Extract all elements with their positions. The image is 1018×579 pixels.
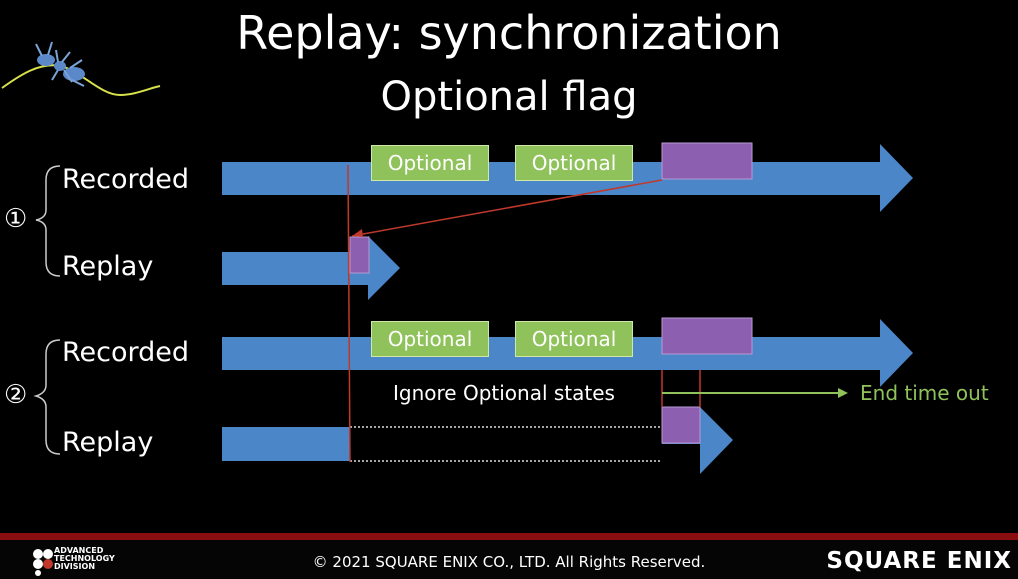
replay-state-2 <box>661 406 701 444</box>
replay-label-2: Replay <box>62 427 154 458</box>
ignore-optional-note: Ignore Optional states <box>393 381 615 405</box>
division-name: ADVANCED TECHNOLOGY DIVISION <box>54 546 115 571</box>
scenario-number-1: ① <box>4 204 28 234</box>
replay-bar-2a <box>222 427 350 461</box>
optional-block-1a: Optional <box>371 145 489 181</box>
recorded-label-2: Recorded <box>62 337 190 368</box>
footer-accent-bar <box>0 533 1018 540</box>
footer <box>0 540 1018 579</box>
recorded-state-1 <box>661 142 753 180</box>
replay-arrow-1 <box>222 236 400 300</box>
optional-block-2a: Optional <box>371 321 489 357</box>
sync-diagonal-line <box>351 179 663 237</box>
recorded-state-2 <box>661 317 753 355</box>
end-timeout-note: End time out <box>860 381 989 405</box>
optional-block-2b: Optional <box>515 321 633 357</box>
bracket-2 <box>33 339 61 455</box>
optional-block-1b: Optional <box>515 145 633 181</box>
scenario-number-2: ② <box>4 380 28 410</box>
replay-state-1 <box>349 236 370 274</box>
slide-subtitle: Optional flag <box>380 74 638 120</box>
slide-title: Replay: synchronization <box>236 6 782 60</box>
replay-label-1: Replay <box>62 251 154 282</box>
timeout-arrowhead <box>838 388 848 398</box>
ant-icon <box>1 41 161 97</box>
sync-arrowhead <box>352 229 363 237</box>
recorded-label-1: Recorded <box>62 164 190 195</box>
bracket-1 <box>35 165 61 277</box>
sync-vertical-line <box>347 164 351 463</box>
atd-logo-icon <box>33 549 53 576</box>
square-enix-logo: SQUARE ENIX <box>826 548 1012 574</box>
copyright-text: © 2021 SQUARE ENIX CO., LTD. All Rights … <box>312 553 706 571</box>
